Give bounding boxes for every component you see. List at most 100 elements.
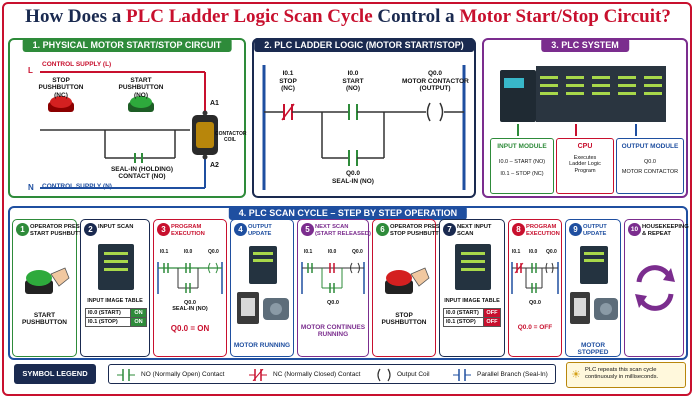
- input-module-title: INPUT MODULE: [497, 143, 547, 150]
- output-module-title: OUTPUT MODULE: [621, 143, 679, 150]
- output-module-box: OUTPUT MODULE Q0.0 MOTOR CONTACTOR: [616, 138, 684, 194]
- legend-coil: Output Coil: [397, 371, 430, 378]
- legend-nc: NC (Normally Closed) Contact: [273, 371, 361, 378]
- nc-contact: [281, 103, 295, 121]
- step-caption: MOTOR STOPPED: [577, 342, 609, 357]
- plc-system-panel: 3. PLC SYSTEM INPUT MODULE I0.0 – START …: [482, 38, 688, 198]
- step-number: 6: [376, 223, 389, 236]
- sealin-contact-label: SEAL-IN (HOLDING) CONTACT (NO): [110, 166, 174, 181]
- output-module-l2: MOTOR CONTACTOR: [621, 169, 679, 175]
- a2-label: A2: [210, 162, 219, 169]
- output-module-icon: [237, 246, 289, 324]
- hand-icon: [50, 267, 70, 287]
- step-3: 3 PROGRAM EXECUTION I0.1 I0.0 Q0.0 Q0.0 …: [153, 219, 227, 357]
- addr-1: I0.1: [512, 249, 521, 255]
- input-module-l1: I0.0 – START (NO): [498, 159, 546, 165]
- step-title: INPUT SCAN: [98, 224, 134, 230]
- physical-circuit-diagram: [40, 71, 218, 189]
- row2-addr: I0.1 (STOP): [443, 317, 484, 327]
- l-text: CONTROL SUPPLY (L): [42, 61, 112, 68]
- stop-name: STOP (NC): [279, 78, 297, 93]
- start-addr: I0.0: [347, 70, 359, 77]
- step-title: PROGRAM EXECUTION: [171, 224, 205, 237]
- step-5: 5 NEXT SCAN (START RELEASED) I0.1 I0.0 Q…: [297, 219, 371, 357]
- step-number: 8: [512, 223, 525, 236]
- addr-3: Q0.0: [352, 249, 363, 255]
- table-title: INPUT IMAGE TABLE: [444, 298, 500, 304]
- lightbulb-icon: ☀: [571, 369, 581, 381]
- seal-label: Q0.0: [327, 300, 339, 306]
- input-module-icon: [455, 244, 491, 290]
- cpu-box: CPU Executes Ladder Logic Program: [556, 138, 614, 194]
- step-title: OUTPUT UPDATE: [248, 224, 272, 237]
- output-coil: [426, 102, 431, 122]
- ladder-diagram: [262, 65, 466, 190]
- physical-circuit-panel: 1. PHYSICAL MOTOR START/STOP CIRCUIT L C…: [8, 38, 246, 198]
- step-1: 1 OPERATOR PRESSES START PUSHBUTTON STAR…: [12, 219, 91, 357]
- contactor-coil-label: CONTACTOR COIL: [215, 131, 247, 143]
- outer-frame: [2, 2, 692, 396]
- step-2: 2 INPUT SCAN INPUT IMAGE TABLE I0.0 (STA…: [80, 219, 150, 357]
- step-8: 8 PROGRAM EXECUTION I0.1 I0.0 Q0.0 Q0.0 …: [508, 219, 562, 357]
- out-addr: Q0.0: [427, 70, 443, 77]
- start-pushbutton-icon: [25, 267, 70, 294]
- addr-1: I0.1: [304, 249, 313, 255]
- mini-ladder: [301, 262, 365, 294]
- a1-label: A1: [210, 100, 219, 107]
- n-text: CONTROL SUPPLY (N): [42, 183, 112, 190]
- step-10: 10 HOUSEKEEPING & REPEAT: [624, 219, 689, 357]
- legend-no: NO (Normally Open) Contact: [141, 371, 225, 378]
- plc-cpu-unit: [500, 70, 536, 122]
- n-label: N: [28, 183, 34, 192]
- l-label: L: [28, 66, 33, 75]
- step-caption: STOP PUSHBUTTON: [381, 312, 427, 327]
- step-caption: MOTOR CONTINUES RUNNING: [300, 324, 366, 339]
- result-text: Q0.0 = OFF: [517, 324, 553, 331]
- plc-hardware-illustration: [500, 66, 666, 136]
- step-title: NEXT INPUT SCAN: [457, 224, 492, 237]
- panel3-header: 3. PLC SYSTEM: [541, 38, 629, 52]
- cpu-text: Executes Ladder Logic Program: [569, 155, 601, 174]
- input-module-box: INPUT MODULE I0.0 – START (NO) I0.1 – ST…: [490, 138, 554, 194]
- output-coil-icon: [377, 368, 391, 382]
- legend-parallel: Parallel Branch (Seal-In): [477, 371, 548, 378]
- seal-label: Q0.0 SEAL-IN (NO): [172, 300, 208, 313]
- stop-addr: I0.1: [282, 70, 294, 77]
- step-title: PROGRAM EXECUTION: [526, 224, 560, 237]
- step-7: 7 NEXT INPUT SCAN INPUT IMAGE TABLE I0.0…: [439, 219, 505, 357]
- result-text: Q0.0 = ON: [170, 324, 210, 333]
- section4-header: 4. PLC SCAN CYCLE – STEP BY STEP OPERATI…: [228, 206, 468, 220]
- start-pushbutton-label: START PUSHBUTTON (NO): [118, 77, 164, 99]
- repeat-note: ☀ PLC repeats this scan cycle continuous…: [566, 362, 686, 388]
- row2-val: OFF: [482, 317, 502, 327]
- repeat-cycle-icon: [635, 265, 675, 311]
- start-name: START (NO): [342, 78, 364, 93]
- seal-addr: Q0.0: [345, 170, 361, 177]
- row1-addr: I0.0 (START): [84, 308, 132, 318]
- input-image-table: I0.0 (START)ON I0.1 (STOP)ON: [84, 308, 147, 327]
- out-name: MOTOR CONTACTOR (OUTPUT): [402, 78, 469, 93]
- stop-pushbutton-icon: [385, 267, 430, 294]
- addr-3: Q0.0: [546, 249, 557, 255]
- step-title: NEXT SCAN (START RELEASED): [315, 224, 371, 237]
- step-6: 6 OPERATOR PRESSES STOP PUSHBUTTON STOP …: [372, 219, 451, 357]
- row2-addr: I0.1 (STOP): [84, 317, 132, 327]
- addr-3: Q0.0: [208, 249, 219, 255]
- row1-val: OFF: [482, 308, 502, 318]
- seal-label: Q0.0: [529, 300, 541, 306]
- mini-ladder: [157, 262, 223, 294]
- row2-val: ON: [130, 317, 147, 327]
- addr-1: I0.1: [160, 249, 169, 255]
- step-caption: MOTOR RUNNING: [233, 342, 291, 349]
- nc-contact-icon: [249, 369, 267, 381]
- panel1-header: 1. PHYSICAL MOTOR START/STOP CIRCUIT: [22, 38, 232, 52]
- row1-val: ON: [130, 308, 147, 318]
- input-module-icon: [98, 244, 134, 290]
- step-number: 9: [569, 223, 582, 236]
- step-caption: START PUSHBUTTON: [21, 312, 68, 327]
- mini-ladder: [511, 262, 559, 294]
- seal-name: SEAL-IN (NO): [332, 178, 374, 185]
- stop-pushbutton-label: STOP PUSHBUTTON (NC): [38, 77, 84, 99]
- start-button-icon: [130, 96, 152, 108]
- row1-addr: I0.0 (START): [443, 308, 484, 318]
